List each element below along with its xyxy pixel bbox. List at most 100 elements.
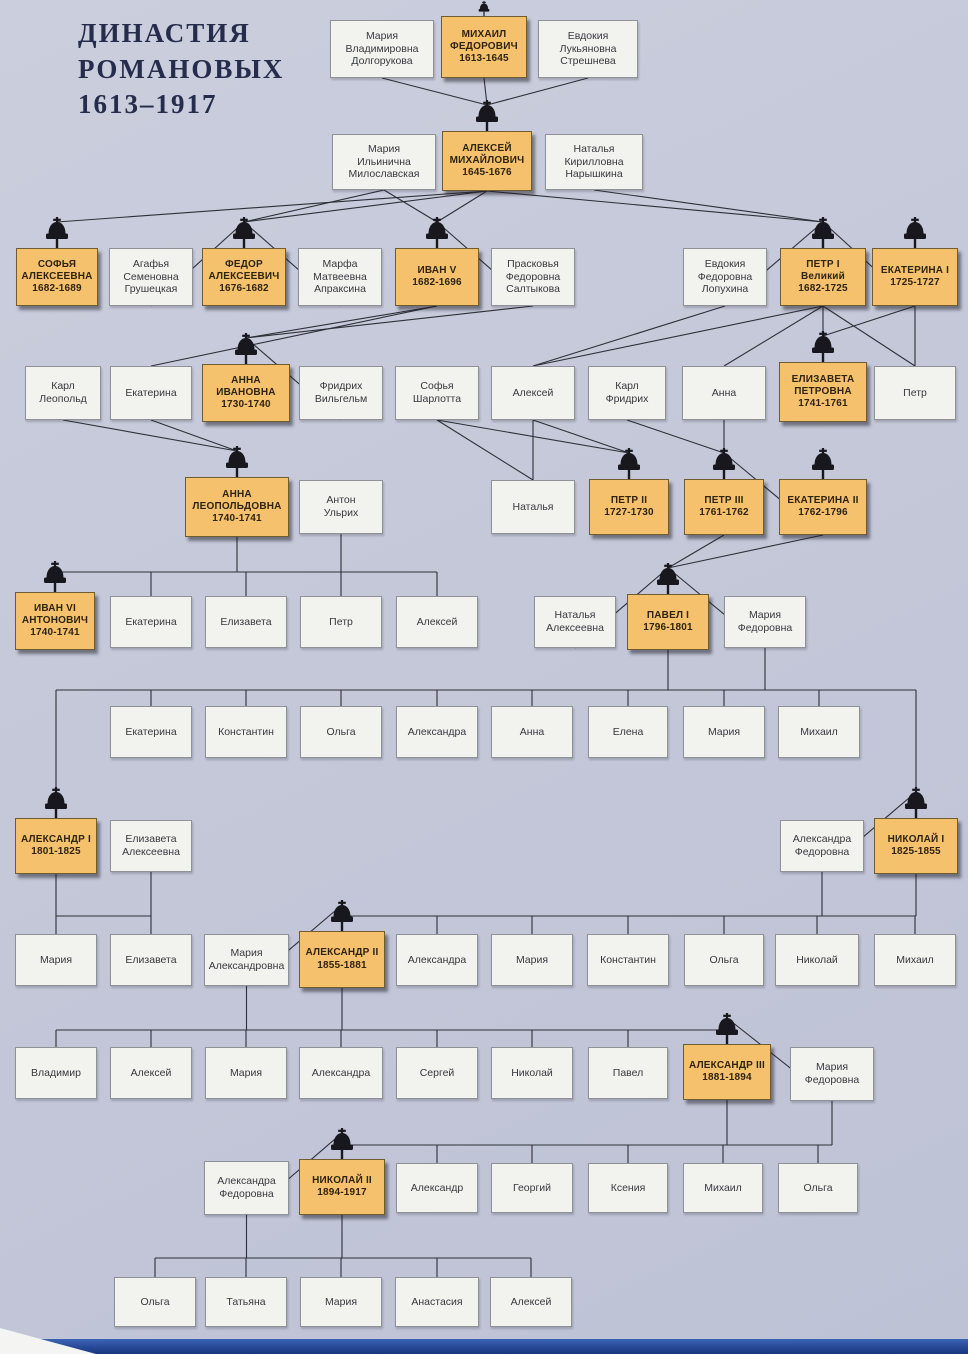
person-tatyana: Татьяна [205,1277,287,1327]
person-name-line: Долгорукова [351,55,413,68]
person-elizaveta_a: Елизавета [205,596,287,648]
connector-line [723,305,824,367]
person-name-line: Ольга [803,1181,833,1194]
person-name-line: Михаил [800,725,838,738]
connector-line [245,305,438,339]
crown-icon [618,448,640,480]
person-name-line: Агафья [132,257,170,270]
person-name-line: Александровна [208,960,285,972]
person-dates: 1727-1730 [604,507,654,518]
person-name-line: Фридрих [605,393,649,405]
person-aleksandra_n: Александра [396,934,478,986]
title-line-1: ДИНАСТИЯ [78,18,251,48]
person-name-line: ФЕДОРОВИЧ [450,40,518,52]
person-dates: 1682-1696 [412,277,462,288]
crown-icon [44,561,66,593]
crown-icon [905,787,927,819]
person-dates: 1740-1741 [30,627,80,639]
crown-icon [331,1128,353,1160]
person-name-line: Ольга [140,1295,170,1308]
person-name-line: АЛЕКСАНДР III [689,1059,765,1071]
person-name-line: ЕКАТЕРИНА II [787,494,859,506]
person-name-line: Лопухина [701,283,749,296]
person-name-line: Екатерина [125,615,177,628]
person-aleksandra_p: Александра [396,706,478,758]
person-name-line: Петр [903,386,927,399]
person-name-line: Фридрих [319,380,363,393]
person-name-line: Ольга [709,953,739,966]
person-georgiy: Георгий [491,1163,573,1213]
connector-line [150,305,438,367]
person-aleksandr_a3: Александр [396,1163,478,1213]
person-name-line: СОФЬЯ [37,258,77,270]
person-name-line: Екатерина [125,725,177,738]
person-aleksey_a: Алексей [396,596,478,648]
person-petr_a: Петр [300,596,382,648]
person-dates: 1682-1689 [32,283,82,295]
person-name-line: Мария [748,609,782,622]
person-mikhail_n: Михаил [874,934,956,986]
person-name-line: Константин [218,725,274,738]
person-name-line: НИКОЛАЙ I [887,833,945,845]
person-name-line: ИВАН VI [34,602,76,614]
person-name-line: Петр [329,615,353,628]
person-name-line: АЛЕКСЕЙ [462,142,512,154]
person-name-line: Шарлотта [412,393,462,405]
person-elizaveta_a1: Елизавета [110,934,192,986]
person-dates: 1761-1762 [699,507,749,518]
connector-line [383,189,438,223]
person-aleksey_p: Алексей [491,366,575,420]
person-maria_a1: Мария [15,934,97,986]
person-name-line: Федоровна [804,1074,860,1086]
person-name-line: ЕЛИЗАВЕТА [791,373,855,385]
person-name-line: Софья [420,380,454,393]
crown-icon [812,331,834,363]
person-name-line: ФЕДОР [225,258,263,270]
connector-line [486,77,589,106]
person-name-line: Алексеевна [546,622,604,634]
person-ekaterina_io: Екатерина [110,366,192,420]
person-elena_p: Елена [588,706,668,758]
person-dates: 1730-1740 [221,399,271,411]
person-name-line: АННА [222,488,252,500]
person-name-line: Ильинична [357,155,411,168]
person-name-line: Елена [612,725,644,738]
crown-icon [904,217,926,249]
person-name-line: ПЕТР III [704,494,744,506]
connector-line [667,534,824,569]
crown-icon [812,448,834,480]
person-name-line: Анна [519,725,545,738]
person-name-line: Сергей [419,1066,455,1079]
person-name-line: АЛЕКСЕЕВИЧ [208,270,280,282]
person-ekaterina_p: Екатерина [110,706,192,758]
person-name-line: Ольга [326,725,356,738]
person-dates: 1740-1741 [212,513,262,525]
person-dates: 1741-1761 [798,398,848,410]
person-name-line: Анна [711,386,737,399]
person-name-line: Константин [600,953,656,966]
connector-line [822,305,916,367]
connector-line [532,305,726,367]
title-line-2: РОМАНОВЫХ [78,53,285,84]
person-mikhail_p: Михаил [778,706,860,758]
person-name-line: Евдокия [704,257,746,270]
page-corner [0,1328,96,1354]
